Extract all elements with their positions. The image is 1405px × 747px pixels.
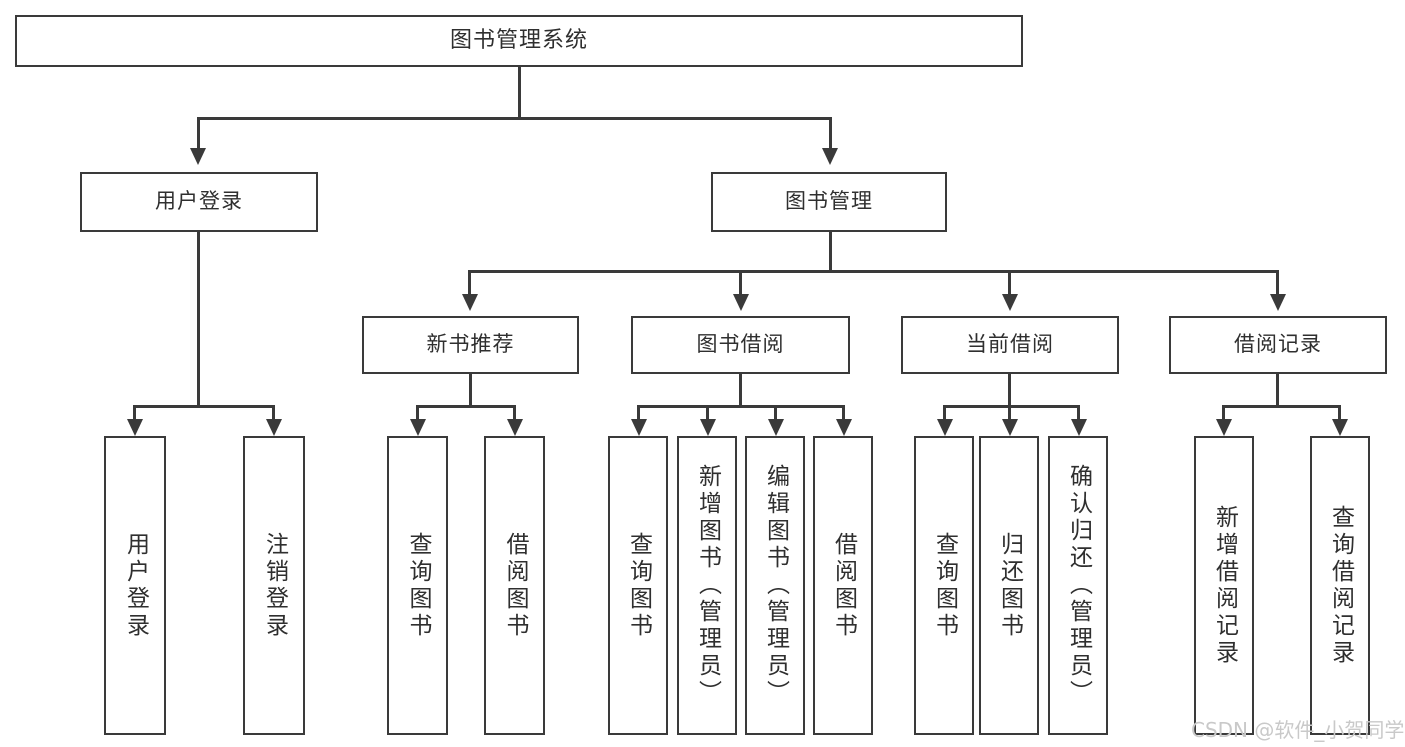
node-label: 新书推荐 [426,332,515,357]
connector-br-leaf-1 [1222,405,1225,420]
arrow-to-leaf-add-borrow-record [1216,419,1232,436]
node-label: 注销登录 [261,531,288,640]
node-label: 图书管理 [785,189,873,214]
connector-current-borrow-distributor [943,405,1080,408]
node-label: 图书管理系统 [449,27,588,53]
leaf-borrow-book[interactable]: 借阅图书 [813,436,873,735]
connector-user-login-leaf-1 [133,405,136,420]
leaf-borrow-book-recommend[interactable]: 借阅图书 [484,436,545,735]
leaf-user-login[interactable]: 用户登录 [104,436,166,735]
csdn-watermark: CSDN @软件_小贺同学 [1191,718,1405,742]
leaf-confirm-return-admin[interactable]: 确认归还（管理员） [1048,436,1108,735]
node-label: 借阅图书 [830,531,857,640]
node-book-management[interactable]: 图书管理 [711,172,947,232]
arrow-to-leaf-confirm-return [1071,419,1087,436]
connector-book-management-distributor [468,270,1278,273]
arrow-to-leaf-edit-book [768,419,784,436]
node-label: 归还图书 [996,531,1023,640]
leaf-add-book-admin[interactable]: 新增图书（管理员） [677,436,737,735]
connector-root-stem [518,67,521,117]
arrow-to-book-management [822,148,838,165]
node-label: 图书借阅 [696,332,785,357]
arrow-to-user-login [190,148,206,165]
arrow-to-leaf-query-borrow-record [1332,419,1348,436]
connector-book-borrow-stem [739,374,742,407]
node-label: 确认归还（管理员） [1065,464,1092,707]
leaf-add-borrow-record[interactable]: 新增借阅记录 [1194,436,1254,735]
connector-br-leaf-2 [1338,405,1341,420]
connector-nbr-leaf-2 [513,405,516,420]
arrow-to-leaf-logout [266,419,282,436]
node-label: 新增借阅记录 [1211,504,1238,667]
connector-borrow-record-stem [1276,374,1279,407]
node-label: 用户登录 [122,531,149,640]
arrow-to-current-borrow [1002,294,1018,311]
arrow-to-leaf-borrow-book-nbr [507,419,523,436]
node-label: 新增图书（管理员） [694,464,721,707]
arrow-to-leaf-query-book-cb [937,419,953,436]
leaf-query-book-borrow[interactable]: 查询图书 [608,436,668,735]
node-label: 用户登录 [155,189,243,214]
node-label: 借阅记录 [1234,332,1322,357]
connector-bb-leaf-1 [637,405,640,420]
node-root-library-management-system[interactable]: 图书管理系统 [15,15,1023,67]
connector-bb-leaf-3 [774,405,777,420]
arrow-to-leaf-add-book [700,419,716,436]
connector-bb-leaf-4 [842,405,845,420]
node-book-borrow[interactable]: 图书借阅 [631,316,850,374]
arrow-to-leaf-return-book [1002,419,1018,436]
connector-new-book-recommend-stem [469,374,472,407]
arrow-to-leaf-user-login [127,419,143,436]
connector-to-new-book-recommend [468,270,471,295]
connector-root-to-book-management [829,117,832,149]
connector-root-distributor [197,117,831,120]
connector-to-book-borrow [739,270,742,295]
node-label: 当前借阅 [966,332,1054,357]
node-label: 查询图书 [625,531,652,640]
connector-user-login-leaf-2 [272,405,275,420]
arrow-to-book-borrow [733,294,749,311]
leaf-return-book[interactable]: 归还图书 [979,436,1039,735]
connector-to-borrow-record [1276,270,1279,295]
connector-book-management-stem [829,232,832,272]
leaf-query-book-current[interactable]: 查询图书 [914,436,974,735]
node-new-book-recommend[interactable]: 新书推荐 [362,316,579,374]
arrow-to-leaf-query-book-nbr [410,419,426,436]
arrow-to-new-book-recommend [462,294,478,311]
leaf-logout[interactable]: 注销登录 [243,436,305,735]
node-user-login[interactable]: 用户登录 [80,172,318,232]
node-label: 编辑图书（管理员） [762,464,789,707]
arrow-to-leaf-query-book-bb [631,419,647,436]
leaf-edit-book-admin[interactable]: 编辑图书（管理员） [745,436,805,735]
node-label: 查询借阅记录 [1327,504,1354,667]
connector-borrow-record-distributor [1222,405,1340,408]
arrow-to-leaf-borrow-book-bb [836,419,852,436]
connector-cb-leaf-1 [943,405,946,420]
connector-current-borrow-stem [1008,374,1011,407]
connector-to-current-borrow [1008,270,1011,295]
connector-new-book-recommend-distributor [416,405,515,408]
connector-bb-leaf-2 [706,405,709,420]
arrow-to-borrow-record [1270,294,1286,311]
node-label: 借阅图书 [502,531,528,640]
leaf-query-borrow-record[interactable]: 查询借阅记录 [1310,436,1370,735]
connector-user-login-distributor [133,405,275,408]
connector-cb-leaf-3 [1077,405,1080,420]
node-label: 查询图书 [405,531,431,640]
connector-cb-leaf-2 [1008,405,1011,420]
node-label: 查询图书 [931,531,958,640]
node-current-borrow[interactable]: 当前借阅 [901,316,1119,374]
connector-book-borrow-distributor [637,405,844,408]
connector-user-login-stem [197,232,200,407]
connector-root-to-user-login [197,117,200,149]
leaf-query-book-recommend[interactable]: 查询图书 [387,436,448,735]
connector-nbr-leaf-1 [416,405,419,420]
node-borrow-record[interactable]: 借阅记录 [1169,316,1387,374]
